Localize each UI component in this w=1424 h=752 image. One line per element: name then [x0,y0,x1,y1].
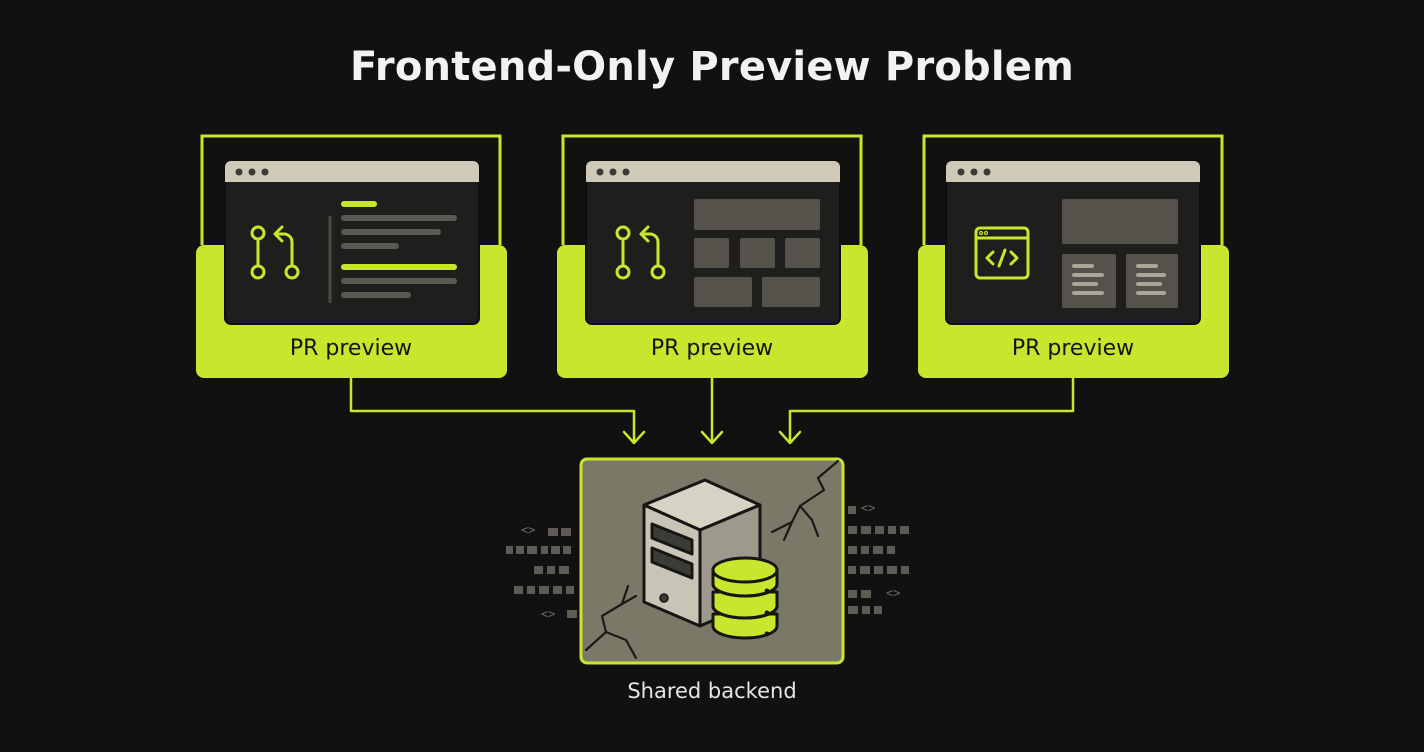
crack-lines [584,459,840,660]
shared-backend-label: Shared backend [627,679,797,703]
code-glyph: <> [541,607,555,621]
ui-cards [1062,199,1178,308]
code-glyph: <> [886,586,900,600]
code-glyph: <> [521,523,535,537]
preview-card-1[interactable] [196,134,507,378]
arrow-1 [349,376,636,444]
code-noise-left: <> <> [506,523,577,621]
git-pull-request-icon [250,225,300,280]
layout-blocks [694,199,820,307]
pr-preview-label-3: PR preview [1011,336,1135,361]
arrow-3 [788,376,1075,444]
server-database-icon [642,478,779,640]
shared-backend-box[interactable] [579,457,845,665]
page-title: Frontend-Only Preview Problem [349,44,1075,90]
git-pull-request-icon [615,225,666,280]
code-lines [328,201,457,303]
pr-preview-label-2: PR preview [650,336,774,361]
code-noise-right: <> <> [848,501,909,614]
connector-arrows [349,376,1075,445]
code-window-icon [974,226,1030,280]
preview-card-3[interactable] [918,134,1229,378]
pr-preview-label-1: PR preview [289,336,413,361]
preview-card-2[interactable] [557,134,868,378]
code-glyph: <> [861,501,875,515]
